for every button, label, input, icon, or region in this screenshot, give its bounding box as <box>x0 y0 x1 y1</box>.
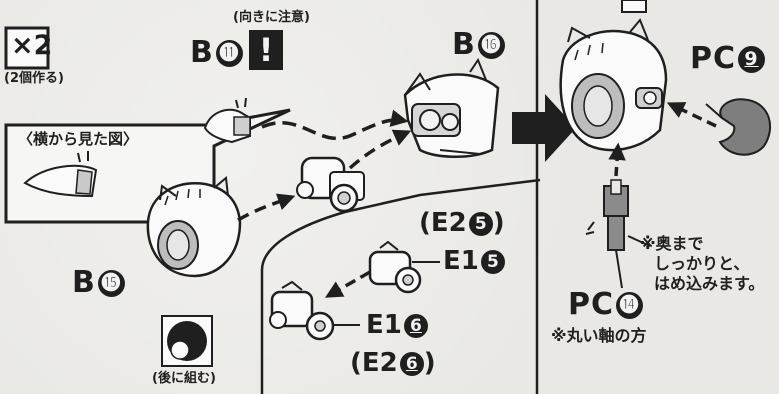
part-e1-5-drawing <box>368 240 422 294</box>
label-e2-6-close: ) <box>423 348 436 378</box>
assembly-path-pc14 <box>608 142 626 177</box>
part-pc14-drawing <box>585 179 629 251</box>
round-shaft-note: ※丸い軸の方 <box>551 326 647 345</box>
label-e1-5-num: 5 <box>480 249 505 274</box>
label-pc14-num: ⓮ <box>616 292 644 319</box>
label-b11-num: ⓫ <box>215 40 243 67</box>
label-e1-5-letter: E1 <box>443 246 479 276</box>
part-b16-drawing <box>403 57 500 158</box>
insert-note-line-2: しっかりと、 <box>654 254 750 273</box>
side-view-label: 〈横から見た図〉 <box>18 130 139 148</box>
assemble-later-label: (後に組む) <box>152 371 216 386</box>
assembly-path-joint <box>348 129 412 170</box>
label-pc9-num: 9 <box>738 46 766 73</box>
part-b11-drawing <box>203 97 251 144</box>
part-pc9-drawing <box>705 98 772 156</box>
quantity-symbol: ×2 <box>11 30 53 61</box>
assembly-path-b11 <box>261 109 409 141</box>
label-e2-5-num: 5 <box>468 211 493 236</box>
insert-note: ※奥まで しっかりと、 はめ込みます。 <box>640 234 764 294</box>
head-assembly-drawing <box>559 0 668 152</box>
label-b15-num: ⓯ <box>97 270 125 297</box>
label-pc9-letter: PC <box>690 41 737 76</box>
label-e1-6-letter: E1 <box>366 310 402 340</box>
assembly-path-e1 <box>324 270 371 298</box>
label-b16-num: ⓰ <box>477 32 505 59</box>
quantity-label: (2個作る) <box>4 71 64 86</box>
sub-assembly-panel <box>260 178 541 394</box>
assembly-path-b15 <box>237 193 296 222</box>
quantity-box <box>4 26 50 70</box>
label-b15-letter: B <box>72 265 96 300</box>
label-e1-6-num: 6 <box>403 313 428 338</box>
label-b16-letter: B <box>452 27 476 62</box>
part-e1-6-drawing <box>269 280 335 341</box>
insert-note-line-1: ※奥まで <box>640 234 704 253</box>
label-e2-5-open: (E2 <box>419 208 467 238</box>
label-e2-6-open: (E2 <box>350 348 398 378</box>
label-e2-5-close: ) <box>492 208 505 238</box>
label-b11-letter: B <box>190 35 214 70</box>
caution-mark-icon: ! <box>249 30 283 70</box>
label-e2-6-num: 6 <box>399 351 424 376</box>
label-pc14-letter: PC <box>568 287 615 322</box>
assemble-later-icon <box>161 315 213 367</box>
insert-note-line-3: はめ込みます。 <box>654 274 765 293</box>
caution-label: (向きに注意) <box>233 10 310 25</box>
part-joint-drawing <box>296 156 365 213</box>
step-arrow-icon <box>512 94 576 162</box>
part-b15-drawing <box>146 176 242 278</box>
assembly-path-pc9 <box>666 102 717 128</box>
